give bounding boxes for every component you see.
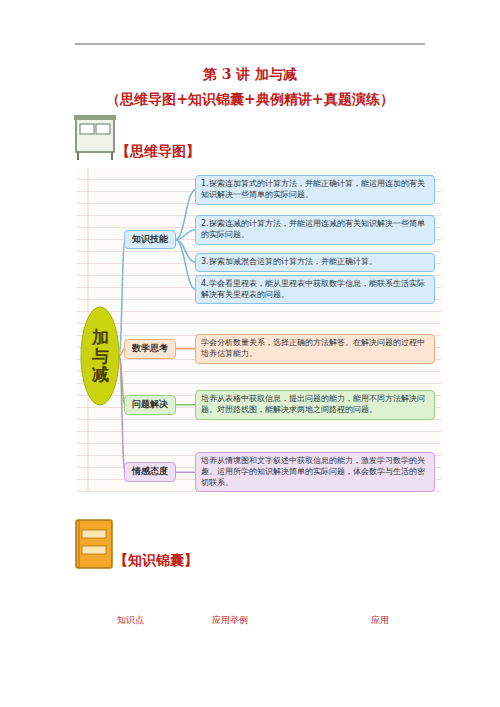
detail-box: 培养从情境图和文字叙述中获取信息的能力，激发学习数学的兴趣。运用所学的知识解决简… bbox=[195, 452, 435, 492]
box-text: 2.探索连减的计算方法，并能运用连减的有关知识解决一些简单的实际问题。 bbox=[201, 219, 429, 241]
table-header: 应用 bbox=[350, 614, 410, 627]
mindmap-ground bbox=[77, 168, 441, 492]
branch-box: 数学思考 bbox=[124, 339, 176, 358]
box-text: 学会分析数量关系，选择正确的方法解答。在解决问题的过程中培养估算能力。 bbox=[201, 338, 429, 360]
branch-box: 知识技能 bbox=[124, 230, 176, 249]
detail-box: 3.探索加减混合运算的计算方法，并能正确计算。 bbox=[195, 253, 435, 272]
table-header: 应用举例 bbox=[195, 614, 265, 627]
branch-connector bbox=[175, 348, 196, 350]
branch-connector bbox=[119, 356, 125, 472]
detail-box: 4.学会看里程表，能从里程表中获取数学信息，能联系生活实际解决有关里程表的问题。 bbox=[195, 275, 435, 305]
table-header: 知识点 bbox=[100, 614, 160, 627]
box-text: 知识技能 bbox=[128, 234, 172, 245]
box-text: 数学思考 bbox=[128, 343, 172, 354]
branch-connector bbox=[175, 404, 196, 406]
cabinet-icon bbox=[74, 115, 116, 160]
box-text: 1.探索连加算式的计算方法，并能正确计算，能运用连加的有关知识解决一些简单的实际… bbox=[201, 179, 429, 201]
branch-box: 问题解决 bbox=[124, 395, 176, 414]
detail-box: 2.探索连减的计算方法，并能运用连减的有关知识解决一些简单的实际问题。 bbox=[195, 215, 435, 245]
section-heading: 【思维导图】 bbox=[116, 143, 236, 161]
detail-box: 学会分析数量关系，选择正确的方法解答。在解决问题的过程中培养估算能力。 bbox=[195, 334, 435, 364]
branch-connector bbox=[175, 240, 196, 263]
book-icon bbox=[76, 520, 112, 568]
box-text: 培养从情境图和文字叙述中获取信息的能力，激发学习数学的兴趣。运用所学的知识解决简… bbox=[201, 456, 429, 488]
detail-box: 1.探索连加算式的计算方法，并能正确计算，能运用连加的有关知识解决一些简单的实际… bbox=[195, 175, 435, 205]
branch-connector bbox=[175, 240, 196, 290]
branch-connector bbox=[119, 240, 125, 356]
box-text: 培养从表格中获取信息，提出问题的能力，能用不同方法解决问题。对照路线图，能解决求… bbox=[201, 394, 429, 416]
box-text: 3.探索加减混合运算的计算方法，并能正确计算。 bbox=[201, 257, 429, 268]
box-text: 问题解决 bbox=[128, 399, 172, 410]
detail-box: 培养从表格中获取信息，提出问题的能力，能用不同方法解决问题。对照路线图，能解决求… bbox=[195, 390, 435, 420]
subtitle: （思维导图+知识锦囊+典例精讲+真题演练） bbox=[0, 91, 500, 109]
section-heading: 【知识锦囊】 bbox=[114, 552, 234, 570]
branch-connector bbox=[175, 471, 196, 473]
header-rule bbox=[75, 44, 425, 45]
branch-connector bbox=[175, 190, 196, 240]
central-topic: 加与减 bbox=[80, 306, 120, 406]
branch-box: 情感态度 bbox=[124, 462, 176, 481]
branch-connector bbox=[175, 230, 196, 240]
page-title: 第 3 讲 加与减 bbox=[0, 66, 500, 84]
box-text: 情感态度 bbox=[128, 466, 172, 477]
box-text: 4.学会看里程表，能从里程表中获取数学信息，能联系生活实际解决有关里程表的问题。 bbox=[201, 279, 429, 301]
topic-text: 加与减 bbox=[92, 328, 109, 384]
